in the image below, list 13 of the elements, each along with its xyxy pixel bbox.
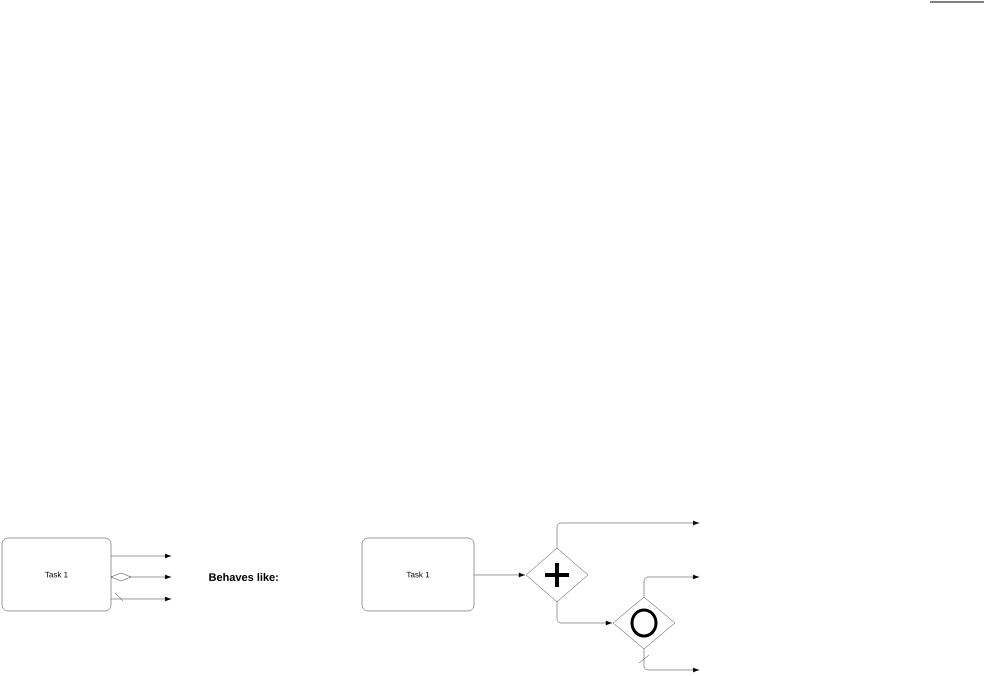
arrow (110, 572, 172, 582)
gateway-diamond (526, 548, 588, 602)
arrow (556, 520, 700, 548)
task-box: Task 1 (2, 538, 112, 612)
arrow (474, 572, 526, 578)
arrow (111, 592, 172, 602)
arrow (644, 574, 700, 597)
heading: Behaves like: (209, 572, 278, 582)
task-box: Task 1 (362, 538, 474, 612)
gateway-diamond (612, 596, 676, 650)
arrow (638, 648, 700, 672)
arrow (556, 602, 612, 626)
arrow (111, 554, 172, 558)
